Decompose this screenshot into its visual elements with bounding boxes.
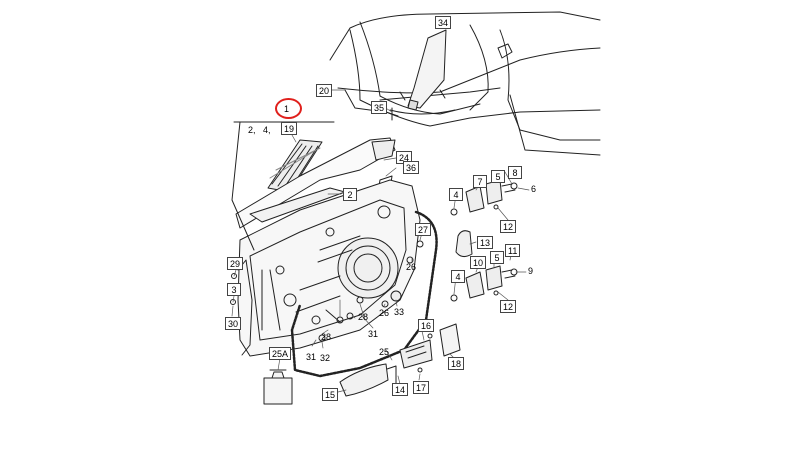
callout-2[interactable]: 2	[343, 188, 357, 201]
callout-12-lower[interactable]: 12	[500, 300, 517, 313]
callout-31-left[interactable]: 31	[306, 352, 317, 362]
callout-7-upper[interactable]: 7	[473, 175, 487, 188]
callout-27[interactable]: 27	[415, 223, 432, 236]
lower-hinge	[450, 265, 518, 302]
callout-20[interactable]: 20	[316, 84, 333, 97]
callout-17[interactable]: 17	[413, 381, 430, 394]
door-opening-frame	[329, 11, 601, 156]
lock-assembly	[383, 323, 461, 387]
callout-10[interactable]: 10	[470, 256, 487, 269]
callout-19[interactable]: 19	[281, 122, 298, 135]
callout-32[interactable]: 32	[320, 353, 331, 363]
callout-31-right[interactable]: 31	[368, 329, 379, 339]
callout-29[interactable]: 29	[227, 257, 244, 270]
callout-4-upper[interactable]: 4	[449, 188, 463, 201]
door-seal	[290, 210, 438, 378]
highlight-circle	[275, 98, 302, 119]
check-strap	[455, 230, 473, 258]
callout-16[interactable]: 16	[418, 319, 435, 332]
callout-30[interactable]: 30	[225, 317, 242, 330]
callout-8[interactable]: 8	[508, 166, 522, 179]
glass-panel	[267, 139, 323, 193]
bottle	[263, 369, 293, 405]
callout-6[interactable]: 6	[531, 184, 537, 194]
door-inner-panel	[237, 179, 421, 357]
callout-14[interactable]: 14	[392, 383, 409, 396]
upper-hinge	[450, 179, 518, 216]
window-frame	[235, 137, 396, 229]
callout-5-upper[interactable]: 5	[491, 170, 505, 183]
callout-15[interactable]: 15	[322, 388, 339, 401]
callout-26-upper[interactable]: 26	[406, 262, 417, 272]
callout-33[interactable]: 33	[394, 307, 405, 317]
callout-36[interactable]: 36	[403, 161, 420, 174]
callout-5-lower[interactable]: 5	[490, 251, 504, 264]
callout-9[interactable]: 9	[528, 266, 534, 276]
callout-35[interactable]: 35	[371, 101, 388, 114]
callout-2-group[interactable]: 2,	[248, 125, 256, 135]
door-handle	[339, 363, 389, 397]
callout-3-left[interactable]: 3	[227, 283, 241, 296]
pillar-trim	[407, 29, 447, 111]
callout-4-group[interactable]: 4,	[263, 125, 271, 135]
callout-11[interactable]: 11	[505, 244, 521, 257]
callout-4-lower[interactable]: 4	[451, 270, 465, 283]
callout-28-lower[interactable]: 28	[321, 332, 332, 342]
callout-25[interactable]: 25	[379, 347, 390, 357]
callout-12-upper[interactable]: 12	[500, 220, 517, 233]
door-edge	[237, 259, 253, 356]
callout-13[interactable]: 13	[477, 236, 494, 249]
callout-34[interactable]: 34	[435, 16, 452, 29]
callout-26-lower[interactable]: 26	[379, 308, 390, 318]
callout-28-upper[interactable]: 28	[358, 312, 369, 322]
callout-18[interactable]: 18	[448, 357, 465, 370]
callout-25A[interactable]: 25A	[269, 347, 292, 360]
